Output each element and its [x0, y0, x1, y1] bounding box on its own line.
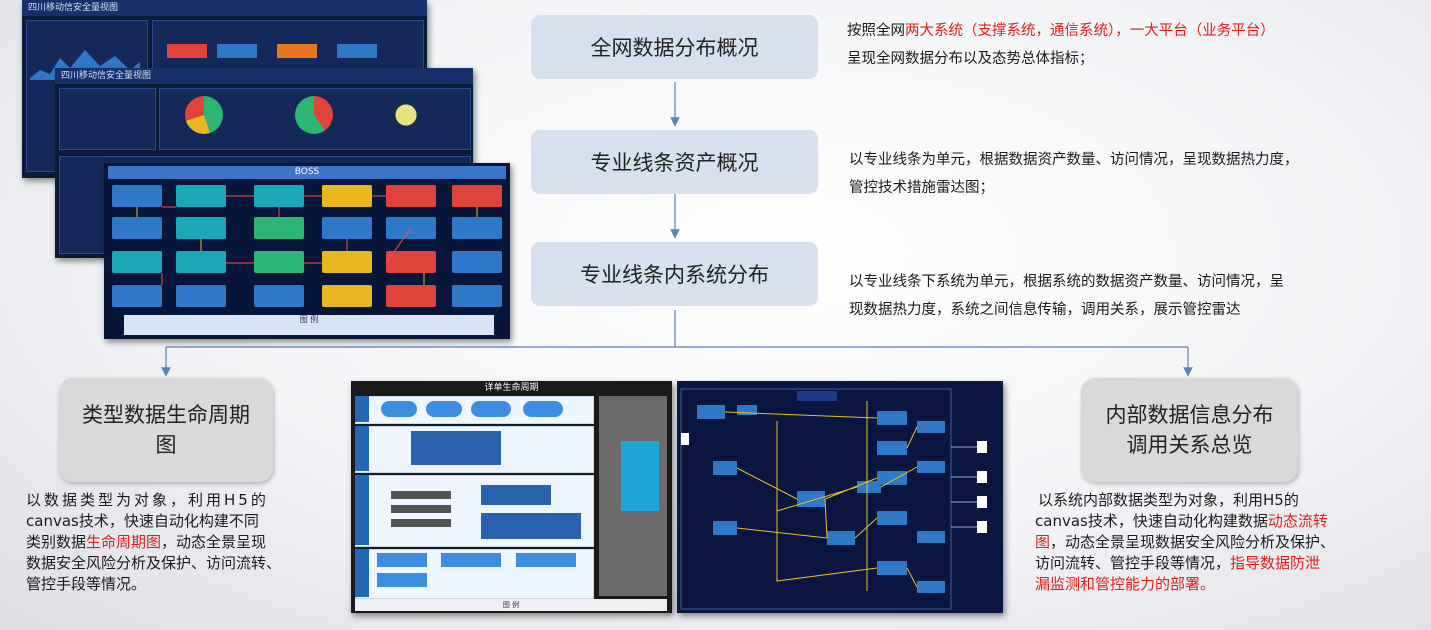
desc-text: 管控技术措施雷达图；: [849, 180, 994, 196]
lifecycle-legend: 图 例: [355, 599, 667, 611]
desc-text: 按照全网: [847, 23, 905, 39]
dashboard2-title: 四川移动信安全量视图: [55, 68, 473, 84]
legend-title: 图 例: [299, 315, 319, 324]
text-line: 以系统内部数据类型为对象，利用H5的: [1038, 491, 1299, 509]
text-line: 访问流转、管控手段等情况，: [1035, 554, 1231, 572]
text-call-relation-description: 以系统内部数据类型为对象，利用H5的 canvas技术，快速自动化构建数据动态流…: [1035, 490, 1415, 595]
boss-legend: 图 例: [124, 315, 494, 335]
desc-highlight: 两大系统（支撑系统，通信系统），一大平台（业务平台）: [905, 23, 1275, 39]
desc-system-distribution: 以专业线条下系统为单元，根据系统的数据资产数量、访问情况，呈 现数据热力度，系统…: [849, 268, 1409, 324]
box-label: 内部数据信息分布: [1105, 403, 1274, 427]
desc-network-overview: 按照全网两大系统（支撑系统，通信系统），一大平台（业务平台） 呈现全网数据分布以…: [847, 17, 1407, 73]
flow-box-label: 专业线条内系统分布: [580, 263, 769, 287]
pie-chart-icon: [295, 96, 333, 134]
text-line: 数据安全风险分析及保护、访问流转、: [26, 554, 282, 572]
flow-box-system-distribution: 专业线条内系统分布: [531, 242, 818, 306]
pie-chart-icon: [185, 96, 223, 134]
desc-text: 呈现全网数据分布以及态势总体指标；: [847, 51, 1094, 67]
box-call-relation-overview: 内部数据信息分布调用关系总览: [1081, 378, 1298, 482]
box-lifecycle-diagram: 类型数据生命周期图: [59, 378, 273, 482]
text-highlight: 指导数据防泄: [1230, 554, 1321, 572]
flow-box-network-overview: 全网数据分布概况: [531, 15, 818, 79]
text-line: 管控手段等情况。: [26, 575, 147, 593]
call-relation-screenshot: [677, 381, 1003, 613]
text-line: 类别数据: [26, 533, 87, 551]
box-label: 图: [155, 433, 177, 457]
text-line: ，动态全景呈现: [161, 533, 267, 551]
desc-text: 现数据热力度，系统之间信息传输，调用关系，展示管控雷达: [849, 302, 1241, 318]
flow-box-asset-overview: 专业线条资产概况: [531, 130, 818, 194]
lifecycle-screenshot: 详单生命周期 图 例: [351, 381, 672, 613]
text-line: canvas技术，快速自动化构建数据: [1035, 512, 1268, 530]
lifecycle-title: 详单生命周期: [484, 383, 539, 393]
box-label: 类型数据生命周期: [82, 403, 250, 427]
call-relation-network: [680, 388, 987, 610]
text-highlight: 生命周期图: [86, 533, 162, 551]
text-lifecycle-description: 以数据类型为对象，利用H5的 canvas技术，快速自动化构建不同 类别数据生命…: [26, 490, 344, 595]
boss-system-screenshot: BOSS 图 例: [104, 163, 510, 339]
text-highlight: 图: [1035, 533, 1051, 551]
text-line: 以数据类型为对象，利用H5的: [26, 491, 269, 509]
boss-title: BOSS: [108, 166, 506, 179]
text-line: ，动态全景呈现数据安全风险分析及保护、: [1050, 533, 1336, 551]
flow-box-label: 全网数据分布概况: [590, 36, 759, 60]
radar-chart-icon: [385, 94, 427, 136]
boss-connection-lines: [136, 195, 478, 285]
box-label: 调用关系总览: [1126, 433, 1253, 457]
dashboard-title: 四川移动信安全量视图: [22, 0, 427, 16]
text-highlight: 动态流转: [1267, 512, 1328, 530]
flow-box-label: 专业线条资产概况: [590, 151, 759, 175]
desc-asset-overview: 以专业线条为单元，根据数据资产数量、访问情况，呈现数据热力度， 管控技术措施雷达…: [849, 146, 1409, 202]
legend-title: 图 例: [502, 601, 520, 609]
desc-text: 以专业线条下系统为单元，根据系统的数据资产数量、访问情况，呈: [849, 274, 1284, 290]
desc-text: 以专业线条为单元，根据数据资产数量、访问情况，呈现数据热力度，: [849, 152, 1299, 168]
text-line: canvas技术，快速自动化构建不同: [26, 512, 259, 530]
text-highlight: 漏监测和管控能力的部署。: [1035, 575, 1216, 593]
